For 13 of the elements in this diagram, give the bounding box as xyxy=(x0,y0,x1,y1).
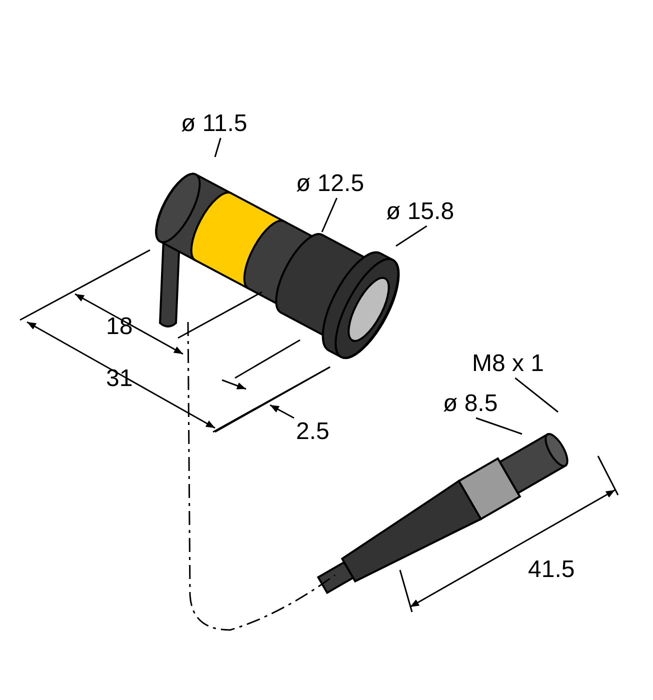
dimension-value: 18 xyxy=(106,313,133,341)
leader-line xyxy=(321,198,338,232)
dimension-label: ø 11.5 xyxy=(181,110,248,138)
dimension-label: ø 15.8 xyxy=(386,198,454,226)
leader-line xyxy=(396,225,428,247)
leader-line xyxy=(214,138,222,158)
dimension-label: ø 12.5 xyxy=(296,170,364,198)
dimension-value: 41.5 xyxy=(528,556,575,584)
dimension-label: M8 x 1 xyxy=(472,350,544,378)
leader-line xyxy=(476,417,522,435)
dimension-value: 2.5 xyxy=(296,418,330,446)
leader-line xyxy=(514,377,558,413)
dimension-label: ø 8.5 xyxy=(443,390,498,418)
